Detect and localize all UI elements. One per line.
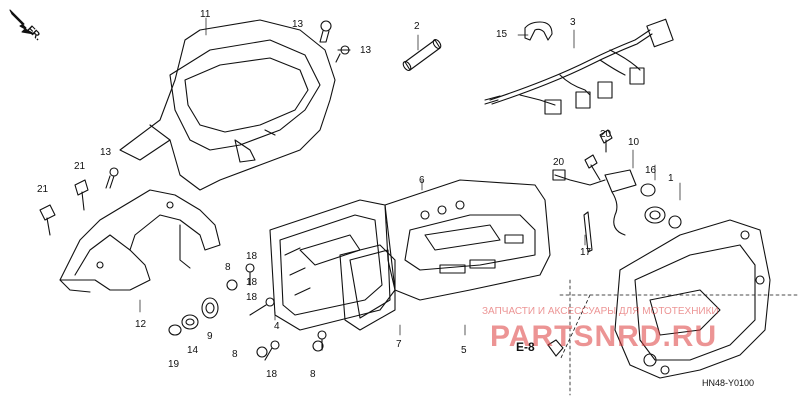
screw-13-right [335, 45, 351, 63]
meter-cover-part [119, 19, 336, 191]
part-number: 8 [225, 262, 231, 273]
front-arrow-icon [9, 9, 35, 35]
part-number: 20 [553, 157, 565, 168]
part-number: 18 [246, 251, 258, 262]
screw-8-b [256, 346, 268, 358]
part-number: 1 [668, 173, 674, 184]
part-number: 7 [396, 339, 402, 350]
meter-bracket-part [59, 189, 221, 293]
screw-13-left [105, 167, 119, 189]
bolt-20-b [584, 154, 601, 181]
meter-case-part [269, 199, 396, 331]
part-number: 6 [419, 175, 425, 186]
speed-sensor-part [552, 169, 637, 236]
part-number: 17 [580, 247, 592, 258]
part-number: 4 [274, 321, 280, 332]
screw-18-c [264, 340, 280, 361]
part-number: 12 [135, 319, 147, 330]
rubber-tube-part [402, 39, 442, 71]
part-number: 5 [461, 345, 467, 356]
part-number: 8 [310, 369, 316, 380]
part-number: 13 [360, 45, 372, 56]
part-number: 9 [207, 331, 213, 342]
gasket-16 [640, 183, 656, 197]
screw-8-a [226, 279, 238, 291]
part-number: 18 [246, 277, 258, 288]
grommet-9 [201, 297, 219, 319]
wire-harness-part [484, 18, 674, 115]
collar-19 [168, 324, 182, 336]
bolt-21-left [39, 204, 56, 236]
part-number: 18 [266, 369, 278, 380]
drawing-code: HN48-Y0100 [702, 378, 755, 388]
part-number: 21 [74, 161, 86, 172]
screw-13-top [319, 20, 332, 43]
watermark-line2: PARTSNRD.RU [490, 320, 718, 353]
gear-1 [644, 206, 682, 229]
bolt-21-mid [74, 179, 89, 211]
part-number: 13 [100, 147, 112, 158]
part-number: 11 [200, 9, 211, 20]
bolt-20-a [599, 129, 613, 153]
part-number: 13 [292, 19, 304, 30]
screw-18-a [245, 263, 255, 286]
reference-label: E-8 [516, 340, 535, 354]
meter-panel-part [384, 179, 551, 301]
part-number: 20 [600, 129, 612, 140]
screw-8-c [312, 340, 324, 352]
grommet-14 [181, 314, 199, 330]
screw-18-d [317, 330, 327, 351]
part-number: 16 [645, 165, 657, 176]
pin-17 [583, 211, 593, 253]
part-number: 19 [168, 359, 180, 370]
part-number: 21 [37, 184, 49, 195]
part-number: 3 [570, 17, 576, 28]
reference-arrow-icon [547, 339, 564, 357]
part-number: 10 [628, 137, 640, 148]
part-number: 18 [246, 292, 258, 303]
part-number: 2 [414, 21, 420, 32]
screw-18-b [249, 297, 275, 316]
speedometer-housing-part [614, 219, 771, 379]
clamp-part [524, 21, 553, 41]
part-number: 14 [187, 345, 199, 356]
part-number: 15 [496, 29, 508, 40]
watermark-line1: ЗАПЧАСТИ И АКСЕССУАРЫ ДЛЯ МОТОТЕХНИКИ [482, 306, 719, 317]
part-number: 8 [232, 349, 238, 360]
